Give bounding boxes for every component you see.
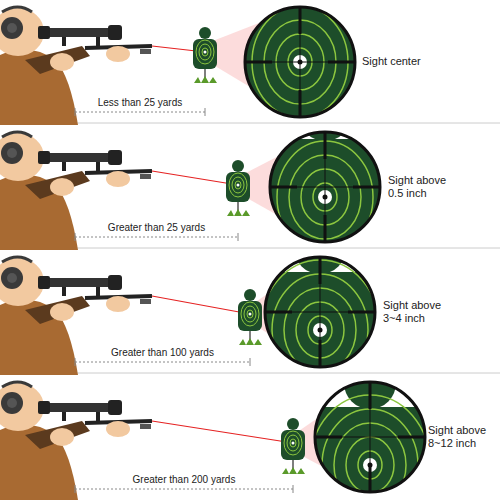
distance-label: Greater than 25 yards — [75, 222, 238, 234]
sight-note: Sight above 8~12 inch — [428, 424, 496, 450]
sight-note: Sight center — [362, 55, 442, 68]
distance-label: Greater than 200 yards — [75, 474, 293, 486]
distance-label: Less than 25 yards — [75, 97, 205, 109]
sight-note: Sight above 3~4 inch — [383, 299, 451, 325]
distance-label: Greater than 100 yards — [75, 347, 250, 359]
sight-note: Sight above 0.5 inch — [388, 174, 456, 200]
